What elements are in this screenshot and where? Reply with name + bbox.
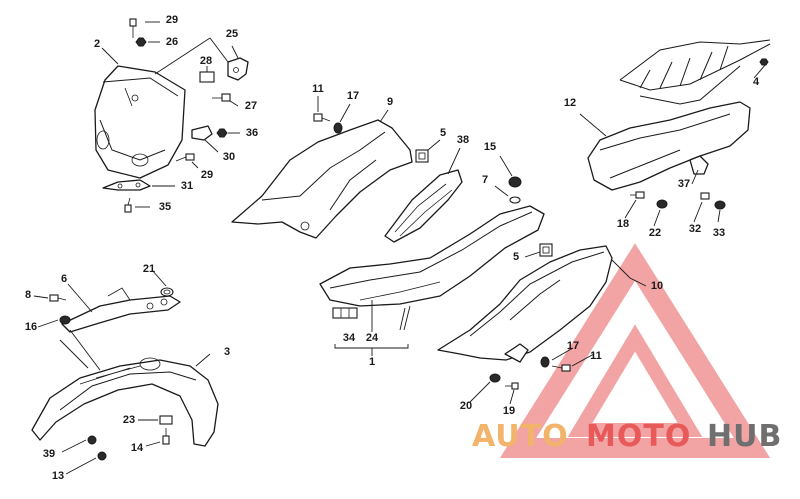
front-fender-group [31, 269, 219, 475]
callout-number-22: 22 [649, 227, 661, 239]
callout-number-31: 31 [181, 180, 193, 192]
callout-number-3: 3 [224, 346, 230, 358]
callout-number-17: 17 [567, 340, 579, 352]
callout-number-5: 5 [513, 251, 519, 263]
callout-number-32: 32 [689, 223, 701, 235]
watermark-word-auto: AUTO [472, 419, 569, 454]
callout-number-15: 15 [484, 141, 496, 153]
callout-number-5: 5 [440, 127, 446, 139]
watermark-word-hub: HUB [707, 419, 782, 454]
callout-number-29: 29 [201, 169, 213, 181]
callout-number-11: 11 [590, 350, 602, 362]
callout-number-26: 26 [166, 36, 178, 48]
small-cover-38 [384, 147, 463, 243]
callout-number-16: 16 [25, 321, 37, 333]
seat [319, 155, 545, 356]
watermark-logo-triangle [499, 243, 771, 458]
callout-number-19: 19 [503, 405, 515, 417]
callout-number-4: 4 [753, 76, 760, 88]
callout-number-27: 27 [245, 100, 257, 112]
callout-number-34: 34 [343, 332, 356, 344]
callout-number-36: 36 [246, 127, 258, 139]
callout-number-13: 13 [52, 470, 64, 482]
callout-number-28: 28 [200, 55, 212, 67]
callout-number-7: 7 [482, 174, 488, 186]
callout-number-18: 18 [617, 218, 629, 230]
callout-number-25: 25 [226, 28, 238, 40]
callout-number-33: 33 [713, 227, 725, 239]
callout-number-1: 1 [369, 356, 375, 368]
callout-number-30: 30 [223, 151, 235, 163]
callout-number-37: 37 [678, 178, 690, 190]
callout-number-6: 6 [61, 273, 67, 285]
rear-tail-group [579, 39, 771, 227]
callout-number-35: 35 [159, 201, 171, 213]
callout-number-8: 8 [25, 289, 31, 301]
callout-number-38: 38 [457, 134, 469, 146]
callout-number-14: 14 [131, 442, 144, 454]
callout-number-12: 12 [564, 97, 576, 109]
callout-number-17: 17 [347, 90, 359, 102]
callout-number-29: 29 [166, 14, 178, 26]
side-panel-group [231, 96, 441, 239]
callout-number-10: 10 [651, 280, 663, 292]
callout-number-20: 20 [460, 400, 472, 412]
callout-number-2: 2 [94, 38, 100, 50]
callout-number-9: 9 [387, 96, 393, 108]
watermark-word-moto: MOTO [586, 419, 691, 454]
watermark-text: AUTO MOTO HUB [472, 419, 782, 454]
side-panel-10 [437, 243, 647, 405]
callout-number-11: 11 [312, 83, 324, 95]
callout-number-21: 21 [143, 263, 155, 275]
callout-number-23: 23 [123, 414, 135, 426]
callout-number-24: 24 [366, 332, 379, 344]
headlight-fairing-group [94, 18, 249, 213]
callout-number-39: 39 [43, 448, 55, 460]
